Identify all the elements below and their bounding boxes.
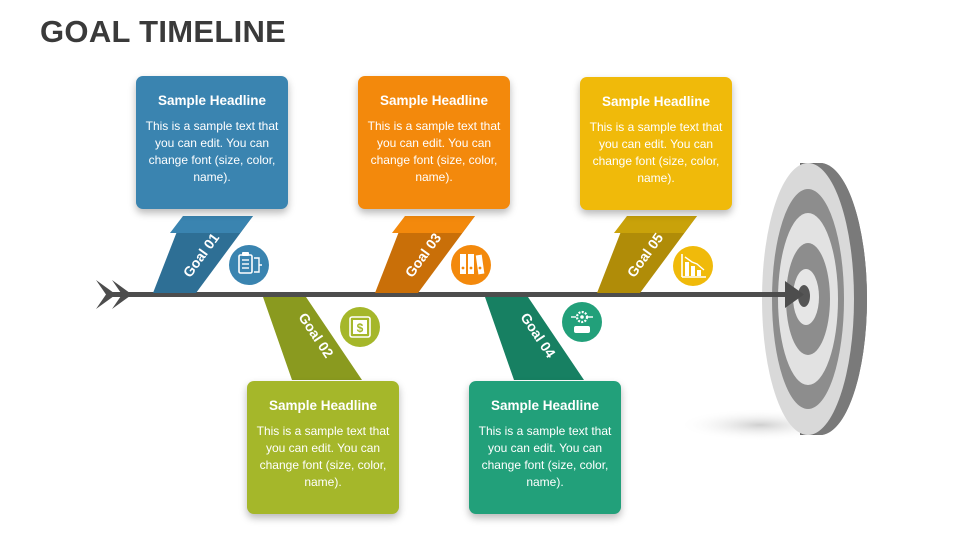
goal-03-bone bbox=[375, 216, 475, 293]
arrow-head bbox=[785, 281, 804, 308]
goal-04-text: This is a sample text that you can edit.… bbox=[478, 424, 612, 489]
goal-05-text: This is a sample text that you can edit.… bbox=[589, 120, 723, 185]
goal-05-headline: Sample Headline bbox=[601, 94, 711, 109]
dollar-chip-icon: $ bbox=[337, 304, 383, 350]
goal-02-headline: Sample Headline bbox=[268, 398, 378, 413]
goal-02-card: Sample Headline This is a sample text th… bbox=[247, 381, 399, 514]
goal-04-card: Sample Headline This is a sample text th… bbox=[469, 381, 621, 514]
target bbox=[678, 163, 867, 441]
goal-02-bone bbox=[263, 297, 362, 380]
goal-04-headline: Sample Headline bbox=[490, 398, 600, 413]
svg-text:$: $ bbox=[357, 321, 364, 335]
goal-05-bone bbox=[597, 216, 697, 293]
goal-03-card: Sample Headline This is a sample text th… bbox=[358, 76, 510, 209]
goal-02-text: This is a sample text that you can edit.… bbox=[256, 424, 390, 489]
target-bullseye bbox=[798, 285, 810, 307]
goal-01-card: Sample Headline This is a sample text th… bbox=[136, 76, 288, 209]
goal-01-bone bbox=[153, 216, 253, 293]
spine-arrow bbox=[96, 280, 804, 309]
slide-title: GOAL TIMELINE bbox=[40, 14, 287, 49]
binders-icon bbox=[448, 242, 494, 288]
goal-01-headline: Sample Headline bbox=[157, 93, 267, 108]
spine-line bbox=[112, 292, 790, 297]
arrow-tail-2 bbox=[112, 280, 132, 309]
clipboard-network-icon bbox=[226, 242, 272, 288]
goal-05-card: Sample Headline This is a sample text th… bbox=[580, 77, 732, 210]
gear-person-icon bbox=[559, 299, 605, 345]
arrow-tail bbox=[96, 280, 116, 309]
goal-04-bone bbox=[485, 297, 584, 380]
declining-chart-icon bbox=[670, 243, 716, 289]
goal-03-headline: Sample Headline bbox=[379, 93, 489, 108]
goal-01-text: This is a sample text that you can edit.… bbox=[145, 119, 279, 184]
goal-03-text: This is a sample text that you can edit.… bbox=[367, 119, 501, 184]
